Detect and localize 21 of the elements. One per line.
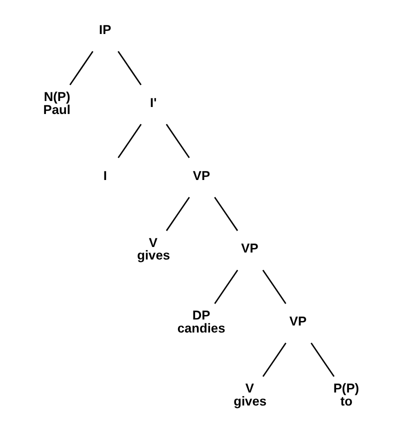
node-text: VP [240, 240, 258, 256]
connector [214, 270, 238, 304]
connector [117, 50, 142, 86]
node-text: P(P) to [332, 380, 359, 409]
node-text: N(P) Paul [42, 88, 70, 117]
connector [165, 196, 190, 232]
node-text: I' [149, 94, 156, 110]
connector [262, 342, 286, 377]
connector [310, 342, 334, 377]
node-text: V gives [136, 234, 170, 263]
connector [214, 196, 238, 232]
connector [262, 270, 286, 304]
node-text: IP [98, 22, 111, 37]
node-text: DP candies [176, 308, 225, 336]
connector [68, 50, 93, 86]
connector [117, 124, 142, 158]
node-text: VP [288, 314, 306, 329]
node-text: I [102, 168, 106, 183]
connector [165, 124, 190, 158]
node-text: V gives [233, 380, 266, 409]
node-text: VP [192, 168, 210, 183]
